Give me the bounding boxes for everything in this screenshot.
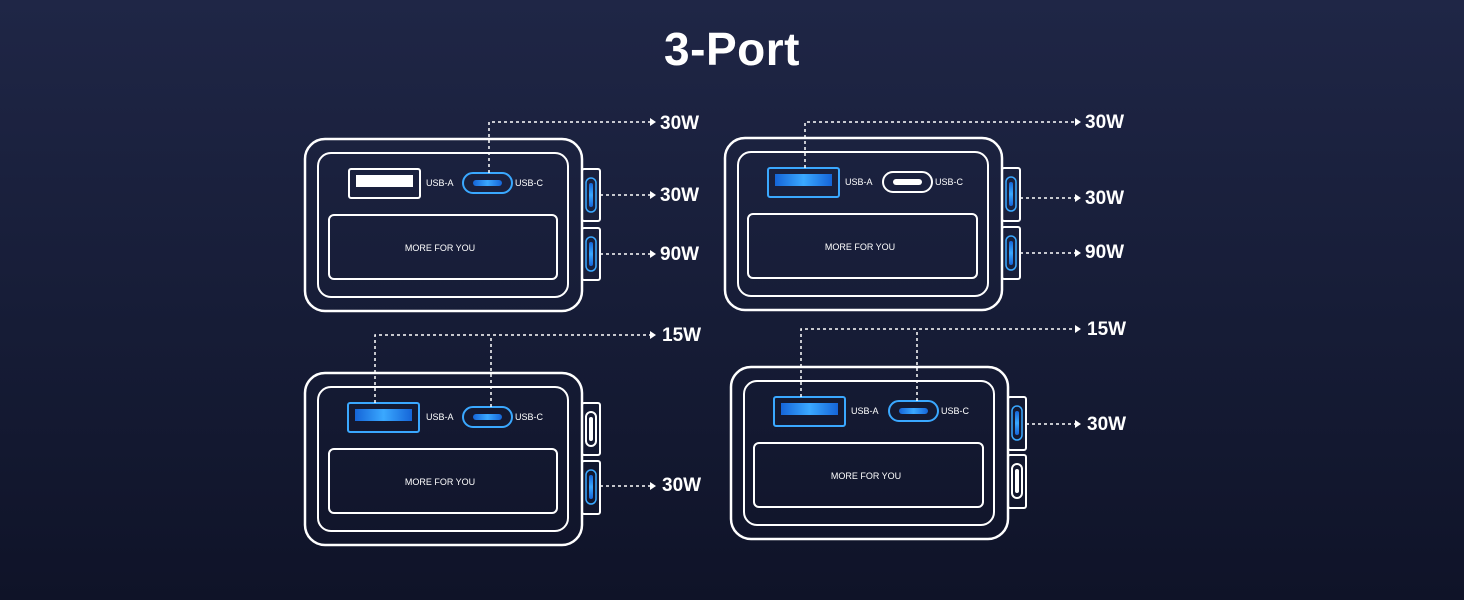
usb-a-port (348, 168, 421, 199)
usb-c-label: USB-C (941, 406, 970, 416)
info-panel (328, 214, 558, 280)
side-port-bottom (1007, 454, 1027, 509)
charger-face (317, 152, 569, 298)
panel-label: MORE FOR YOU (831, 471, 901, 481)
charger-bottom-left: USB-A USB-C MORE FOR YOU 15W 30W (303, 325, 701, 547)
usb-a-label: USB-A (426, 412, 454, 422)
charger-face (317, 386, 569, 532)
usb-a-label: USB-A (851, 406, 879, 416)
output-watt: 15W (1087, 319, 1126, 340)
side-port-top-active (1001, 167, 1021, 222)
output-watt: 30W (662, 475, 701, 496)
usb-c-label: USB-C (515, 412, 544, 422)
usb-c-label: USB-C (935, 177, 964, 187)
leader-line (488, 121, 650, 173)
usb-c-label: USB-C (515, 178, 544, 188)
charger-body (303, 371, 584, 547)
charger-bottom-right: USB-A USB-C MORE FOR YOU 15W 30W (729, 319, 1126, 541)
output-watt: 15W (662, 325, 701, 346)
output-watt: 30W (1085, 188, 1124, 209)
usb-a-port-active (767, 167, 840, 198)
diagram-title: 3-Port (664, 23, 800, 75)
side-port-top-active (1007, 396, 1027, 451)
info-panel (753, 442, 984, 508)
output-watt: 30W (660, 185, 699, 206)
output-watt: 30W (1087, 414, 1126, 435)
output-watt: 90W (1085, 242, 1124, 263)
charger-body (303, 137, 584, 313)
side-port-top (581, 402, 601, 456)
side-port-top-active (581, 168, 601, 222)
usb-a-label: USB-A (845, 177, 873, 187)
output-watt: 30W (1085, 112, 1124, 133)
usb-a-port-active (347, 402, 420, 433)
usb-c-port-active (888, 400, 939, 422)
panel-label: MORE FOR YOU (405, 243, 475, 253)
leader-line (800, 328, 1075, 397)
usb-a-label: USB-A (426, 178, 454, 188)
charger-face (743, 380, 995, 526)
leader-line (804, 121, 1075, 168)
panel-label: MORE FOR YOU (825, 242, 895, 252)
usb-c-port-active (462, 406, 513, 428)
charger-face (737, 151, 989, 297)
charger-top-left: USB-A USB-C MORE FOR YOU 30W 30W 90W (303, 113, 699, 313)
leader-line (374, 334, 650, 403)
charger-body (729, 365, 1010, 541)
usb-a-port-active (773, 396, 846, 427)
side-port-bottom-active (1001, 226, 1021, 280)
side-port-bottom-active (581, 227, 601, 281)
charger-body (723, 136, 1004, 312)
side-port-bottom-active (581, 460, 601, 515)
usb-c-port (882, 171, 933, 193)
charger-top-right: USB-A USB-C MORE FOR YOU 30W 30W 90W (723, 112, 1124, 312)
output-watt: 90W (660, 244, 699, 265)
info-panel (747, 213, 978, 279)
info-panel (328, 448, 558, 514)
output-watt: 30W (660, 113, 699, 134)
usb-c-port-active (462, 172, 513, 194)
panel-label: MORE FOR YOU (405, 477, 475, 487)
